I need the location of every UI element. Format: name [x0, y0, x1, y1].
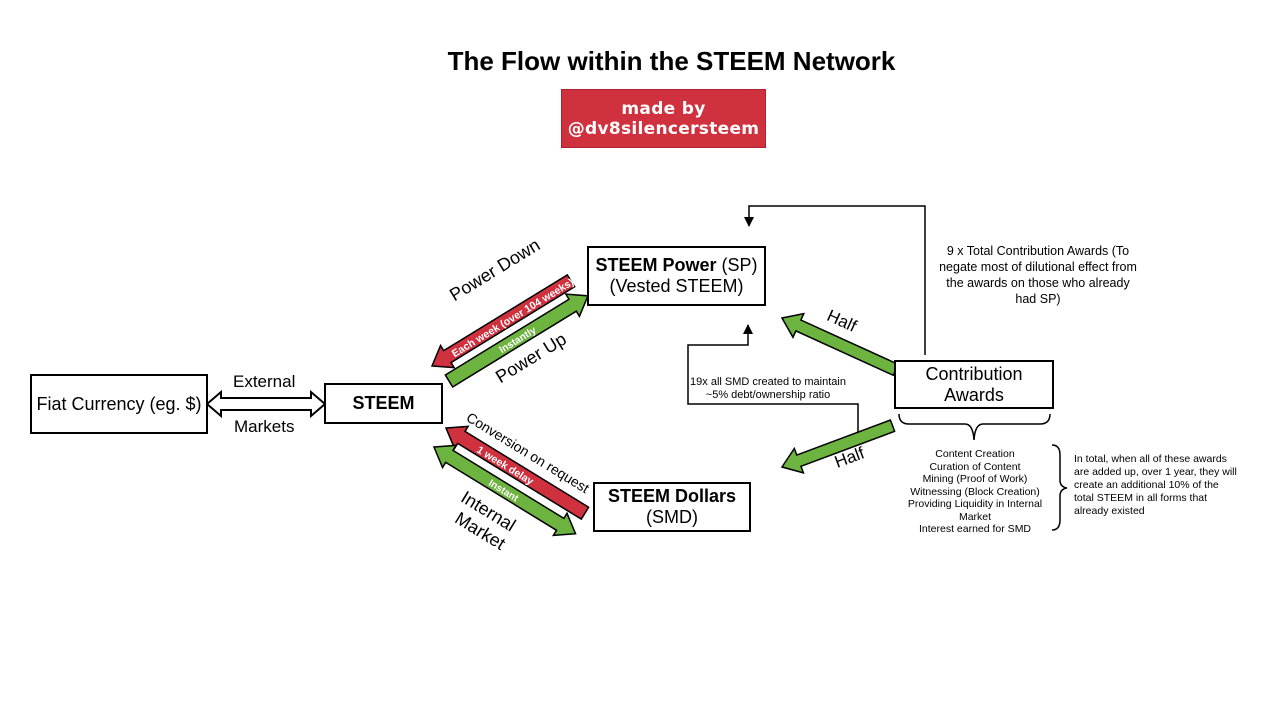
badge-line-1: made by	[621, 99, 706, 119]
author-badge: made by @dv8silencersteem	[561, 89, 766, 148]
fiat-steem-exchange-arrow	[205, 389, 327, 419]
summary-line-3: create an additional 10% of the	[1074, 479, 1219, 491]
contribution-awards-node: Contribution Awards	[894, 360, 1054, 409]
list-item: Curation of Content	[929, 460, 1021, 473]
steem-node: STEEM	[324, 383, 443, 424]
smd-inflation-note: 19x all SMD created to maintain ~5% debt…	[688, 376, 848, 402]
steem-dollars-label: STEEM Dollars	[607, 486, 737, 506]
steem-dollars-node: STEEM Dollars (SMD)	[593, 482, 751, 532]
list-item: Interest earned for SMD	[918, 523, 1032, 535]
sp-note-line-3: the awards on those who already	[946, 276, 1130, 290]
summary-bracket	[1051, 444, 1068, 531]
external-label: External	[233, 372, 296, 391]
smd-note-line-1: 19x all SMD created to maintain	[690, 376, 846, 388]
summary-line-4: total STEEM in all forms that	[1074, 492, 1208, 504]
contribution-brace	[898, 413, 1051, 441]
sp-inflation-note: 9 x Total Contribution Awards (To negate…	[928, 243, 1148, 307]
summary-note: In total, when all of these awards are a…	[1074, 453, 1274, 518]
list-item: Market	[958, 510, 992, 523]
fiat-currency-node: Fiat Currency (eg. $)	[30, 374, 208, 434]
contribution-awards-line-1: Contribution	[925, 363, 1023, 384]
fiat-currency-label: Fiat Currency (eg. $)	[36, 393, 202, 414]
summary-line-2: are added up, over 1 year, they will	[1074, 466, 1237, 478]
steem-power-node: STEEM Power (SP) (Vested STEEM)	[587, 246, 766, 306]
contribution-awards-line-2: Awards	[944, 384, 1004, 405]
steem-dollars-abbrev: (SMD)	[646, 507, 698, 527]
steem-power-label: STEEM Power	[595, 255, 717, 275]
list-item: Witnessing (Block Creation)	[910, 485, 1040, 498]
contribution-sources-list: Content Creation Curation of Content Min…	[900, 448, 1050, 536]
sp-inflation-connector	[744, 205, 926, 355]
list-item: Providing Liquidity in Internal	[907, 498, 1043, 510]
markets-label: Markets	[234, 417, 295, 436]
list-item: Mining (Proof of Work)	[922, 473, 1028, 485]
steem-power-abbrev: (SP)	[716, 255, 758, 275]
smd-inflation-connector	[687, 324, 859, 433]
sp-note-line-1: 9 x Total Contribution Awards (To	[946, 244, 1130, 258]
badge-line-2: @dv8silencersteem	[567, 119, 760, 139]
summary-line-5: already existed	[1074, 505, 1145, 517]
sp-note-line-2: negate most of dilutional effect from	[939, 260, 1137, 274]
smd-note-line-2: ~5% debt/ownership ratio	[705, 389, 831, 401]
steem-label: STEEM	[352, 393, 415, 413]
steem-power-subtitle: (Vested STEEM)	[609, 276, 744, 296]
half-to-smd-arrow	[780, 419, 896, 474]
list-item: Content Creation	[935, 448, 1015, 460]
sp-note-line-4: had SP)	[1015, 292, 1061, 306]
diagram-title: The Flow within the STEEM Network	[447, 46, 896, 76]
summary-line-1: In total, when all of these awards	[1074, 453, 1227, 465]
